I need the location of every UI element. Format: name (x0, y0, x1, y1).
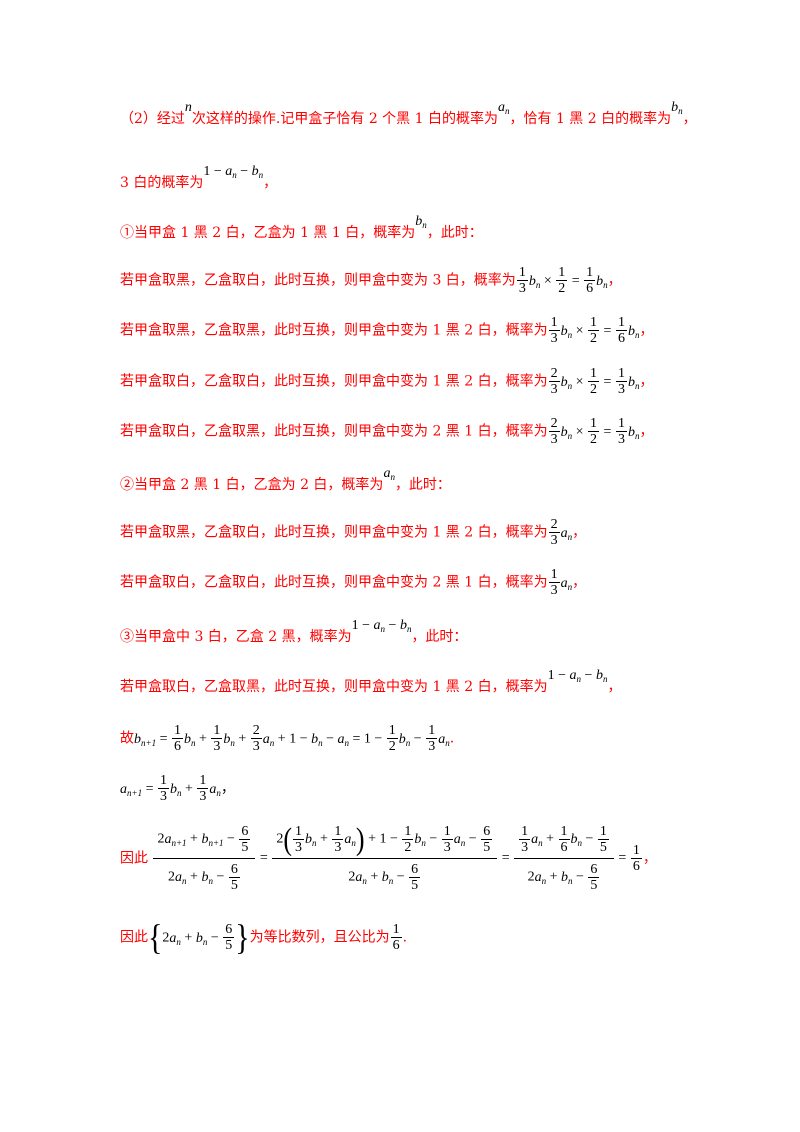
math-a-n: an (383, 466, 395, 482)
text-line-1: （2）经过n次这样的操作.记甲盒子恰有 2 个黑 1 白的概率为an，恰有 1 … (120, 100, 697, 127)
math-b-n: bn (671, 100, 683, 116)
text-line-12: 若甲盒取白，乙盒取黑，此时互换，则甲盒中变为 1 黑 2 白，概率为1 − an… (120, 668, 622, 695)
math-n: n (184, 100, 192, 115)
text-line-11: ③当甲盒中 3 白，乙盒 2 黑，概率为1 − an − bn，此时： (120, 618, 468, 645)
text-line-2: 3 白的概率为1 − an − bn， (120, 164, 278, 191)
math-1-an-bn: 1 − an − bn (547, 668, 608, 684)
math-1-an-bn: 1 − an − bn (203, 164, 264, 180)
math-b-n: bn (415, 214, 427, 230)
text-line-3: ①当甲盒 1 黑 2 白，乙盒为 1 黑 1 白，概率为bn，此时： (120, 214, 483, 241)
math-1-an-bn: 1 − an − bn (351, 618, 412, 634)
math-a-n: an (498, 100, 510, 116)
text-line-8: ②当甲盒 2 黑 1 白，乙盒为 2 白，概率为an，此时： (120, 466, 451, 493)
